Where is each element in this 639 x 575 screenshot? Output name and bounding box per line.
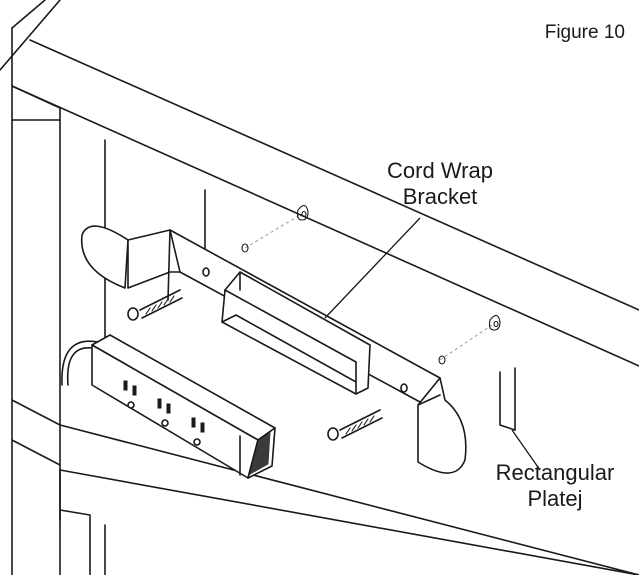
cord-wrap-leader [324,217,421,319]
plate-leader [511,429,541,471]
rectangular-plate-label-line-2: Platej [527,486,583,512]
outlet-2 [157,398,171,427]
outlet-1 [123,380,137,409]
rectangular-plate-label-line-1: Rectangular [495,460,615,485]
cord-wrap-bracket [80,225,467,474]
cord-wrap-bracket-label-line-1: Cord Wrap [387,158,493,183]
figure-title: Figure 10 [544,22,625,43]
rail-mounting-holes [241,204,501,365]
cord-wrap-bracket-label-line-2: Bracket [402,184,478,210]
outlet-3 [191,417,205,446]
cord-wrap-bracket-label: Cord Wrap Bracket [370,158,510,211]
screws [127,289,383,441]
power-strip [61,334,276,479]
rectangular-plate-label: Rectangular Platej [470,460,639,513]
